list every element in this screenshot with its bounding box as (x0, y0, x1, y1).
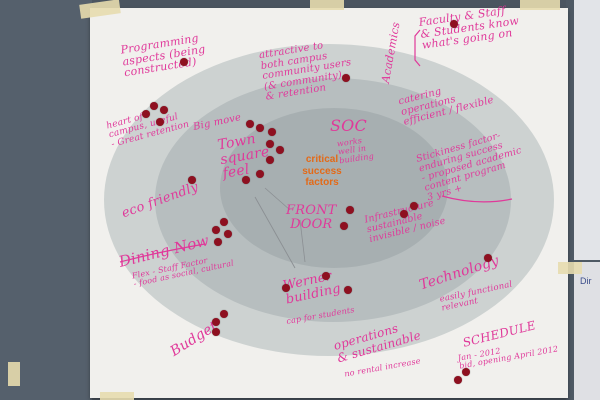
vote-dot (224, 230, 232, 238)
vote-dot (322, 272, 330, 280)
center-label: critical success factors (292, 154, 352, 189)
tape-top-right (520, 0, 560, 10)
inner-ring (220, 108, 448, 268)
vote-dot (268, 128, 276, 136)
vote-dot (454, 376, 462, 384)
vote-dot (150, 102, 158, 110)
vote-dot (344, 286, 352, 294)
vote-dot (256, 170, 264, 178)
note-soc: SOC (330, 116, 367, 135)
vote-dot (242, 176, 250, 184)
vote-dot (484, 254, 492, 262)
vote-dot (450, 20, 458, 28)
vote-dot (188, 176, 196, 184)
vote-dot (266, 140, 274, 148)
vote-dot (342, 74, 350, 82)
arrow-werner-2 (299, 219, 306, 263)
note-frontdoor: FRONT DOOR (286, 203, 337, 232)
arrow-werner (254, 196, 296, 269)
center-line-1: critical (305, 154, 339, 165)
side-sheet-label: Dir (580, 276, 592, 286)
vote-dot (256, 124, 264, 132)
vote-dot (346, 206, 354, 214)
side-sheet-upper (574, 0, 600, 260)
tape-top-mid (310, 0, 344, 10)
vote-dot (180, 58, 188, 66)
vote-dot (160, 106, 168, 114)
underline-stickiness (441, 195, 513, 203)
wall-left (0, 0, 92, 400)
vote-dot (462, 368, 470, 376)
vote-dot (156, 118, 164, 126)
vote-dot (246, 120, 254, 128)
center-line-2: success (302, 165, 342, 177)
tape-right-mid (558, 262, 582, 274)
arrow-frontdoor (264, 187, 291, 211)
vote-dot (212, 328, 220, 336)
note-townsquare: Town square feel (216, 130, 271, 183)
vote-dot (282, 284, 290, 292)
vote-dot (266, 156, 274, 164)
tape-left-bottom (8, 362, 20, 386)
vote-dot (220, 310, 228, 318)
vote-dot (340, 222, 348, 230)
bracket-faculty (414, 29, 421, 67)
note-soc-sub: works well in building (336, 136, 375, 166)
vote-dot (212, 318, 220, 326)
vote-dot (410, 202, 418, 210)
vote-dot (276, 146, 284, 154)
vote-dot (220, 218, 228, 226)
vote-dot (400, 210, 408, 218)
center-line-3: factors (305, 177, 339, 188)
side-sheet-lower (574, 262, 600, 400)
tape-bottom-left (100, 392, 134, 400)
vote-dot (142, 110, 150, 118)
underline-dining (119, 243, 206, 263)
vote-dot (214, 238, 222, 246)
vote-dot (212, 226, 220, 234)
